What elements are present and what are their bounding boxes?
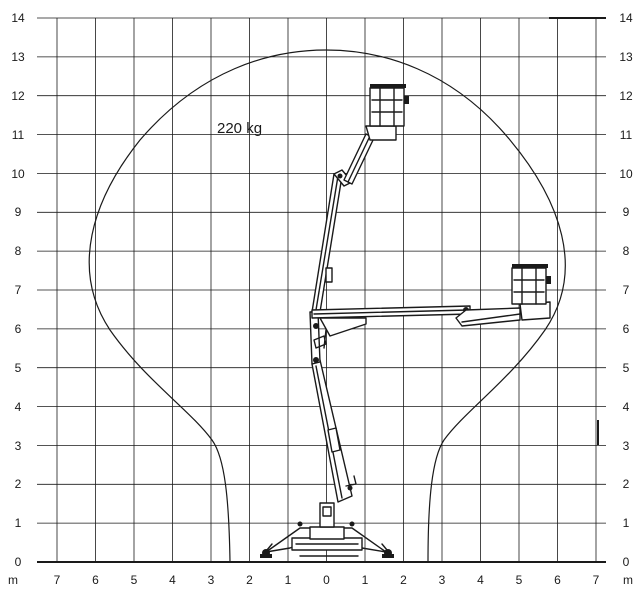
- right-tick: 6: [623, 322, 630, 336]
- right-tick: 14: [619, 11, 633, 25]
- left-axis: 14 13 12 11 10 9 8 7 6 5 4 3 2 1 0: [11, 11, 25, 569]
- right-tick: 8: [623, 244, 630, 258]
- right-tick: 7: [623, 283, 630, 297]
- load-label: 220 kg: [217, 120, 262, 137]
- left-tick: 6: [15, 322, 22, 336]
- right-tick: 4: [623, 400, 630, 414]
- bottom-tick: 0: [323, 573, 330, 587]
- bottom-tick: 2: [246, 573, 253, 587]
- left-tick: 4: [15, 400, 22, 414]
- right-tick: 9: [623, 205, 630, 219]
- left-tick: 11: [12, 128, 25, 142]
- right-tick: 11: [620, 128, 633, 142]
- bottom-tick: 7: [593, 573, 600, 587]
- upper-boom-horizontal: [311, 301, 551, 349]
- bottom-axis: m 7 6 5 4 3 2 1 0 1 2 3 4 5 6 7 m: [8, 573, 633, 587]
- bottom-tick: 5: [131, 573, 138, 587]
- left-tick: 8: [15, 244, 22, 258]
- basket-horizontal: [511, 264, 551, 305]
- upper-boom-raised: [311, 125, 397, 313]
- basket-raised: [369, 84, 409, 127]
- left-tick: 5: [15, 361, 22, 375]
- right-tick: 2: [623, 477, 630, 491]
- left-tick: 0: [15, 555, 22, 569]
- left-tick: 14: [11, 11, 25, 25]
- aerial-work-platform: [260, 84, 551, 558]
- bottom-tick: 6: [92, 573, 99, 587]
- right-tick: 12: [619, 89, 633, 103]
- bottom-tick: 1: [285, 573, 292, 587]
- bottom-tick: 4: [169, 573, 176, 587]
- bottom-tick: 6: [554, 573, 561, 587]
- lower-boom: [311, 359, 357, 503]
- right-tick: 10: [619, 167, 633, 181]
- left-tick: 1: [15, 516, 22, 530]
- right-axis: 14 13 12 11 10 9 8 7 6 5 4 3 2 1 0: [619, 11, 633, 569]
- left-tick: 10: [11, 167, 25, 181]
- unit-right: m: [623, 573, 633, 587]
- left-tick: 3: [15, 439, 22, 453]
- left-tick: 9: [15, 205, 22, 219]
- working-envelope: [88, 49, 566, 563]
- left-tick: 12: [11, 89, 25, 103]
- right-tick: 3: [623, 439, 630, 453]
- right-tick: 5: [623, 361, 630, 375]
- right-tick: 1: [623, 516, 630, 530]
- bottom-tick: 2: [400, 573, 407, 587]
- right-tick: 0: [623, 555, 630, 569]
- right-tick: 13: [619, 50, 633, 64]
- bottom-tick: 7: [54, 573, 61, 587]
- machine-base: [260, 502, 394, 558]
- bottom-tick: 4: [477, 573, 484, 587]
- bottom-tick: 1: [362, 573, 369, 587]
- left-tick: 7: [15, 283, 22, 297]
- bottom-tick: 5: [516, 573, 523, 587]
- bottom-tick: 3: [439, 573, 446, 587]
- bottom-tick: 3: [208, 573, 215, 587]
- left-tick: 13: [11, 50, 25, 64]
- left-tick: 2: [15, 477, 22, 491]
- unit-left: m: [8, 573, 18, 587]
